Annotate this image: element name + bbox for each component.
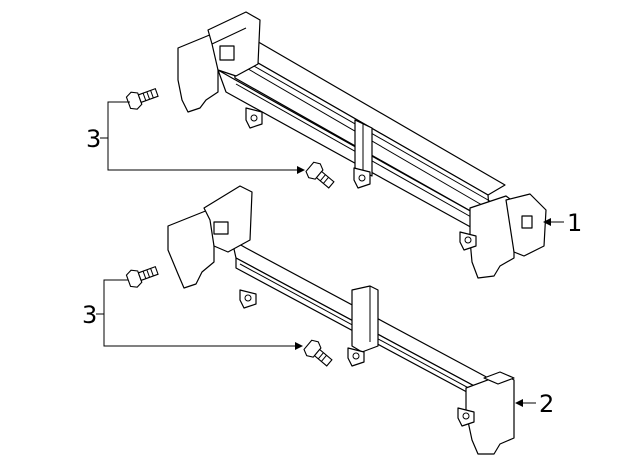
lower-support-assembly (167, 185, 515, 455)
callout-1: 1 (567, 209, 582, 237)
lower-mounting-tab-left (239, 289, 257, 309)
lower-mounting-tab-center (347, 347, 365, 367)
leader-lines (96, 101, 564, 407)
upper-support-assembly (177, 11, 547, 279)
upper-mounting-tab-center (353, 167, 371, 189)
lower-mounting-tab-right (457, 407, 475, 427)
bolt-upper-center (305, 161, 335, 189)
bolt-upper-left (125, 88, 159, 110)
bolt-lower-left (125, 266, 159, 288)
callout-3-upper: 3 (86, 125, 101, 153)
upper-mounting-tab-left (245, 107, 263, 129)
callout-2: 2 (539, 390, 554, 418)
upper-mounting-tab-right (459, 231, 477, 251)
bolt-lower-center (303, 339, 333, 367)
callout-3-lower: 3 (82, 301, 97, 329)
